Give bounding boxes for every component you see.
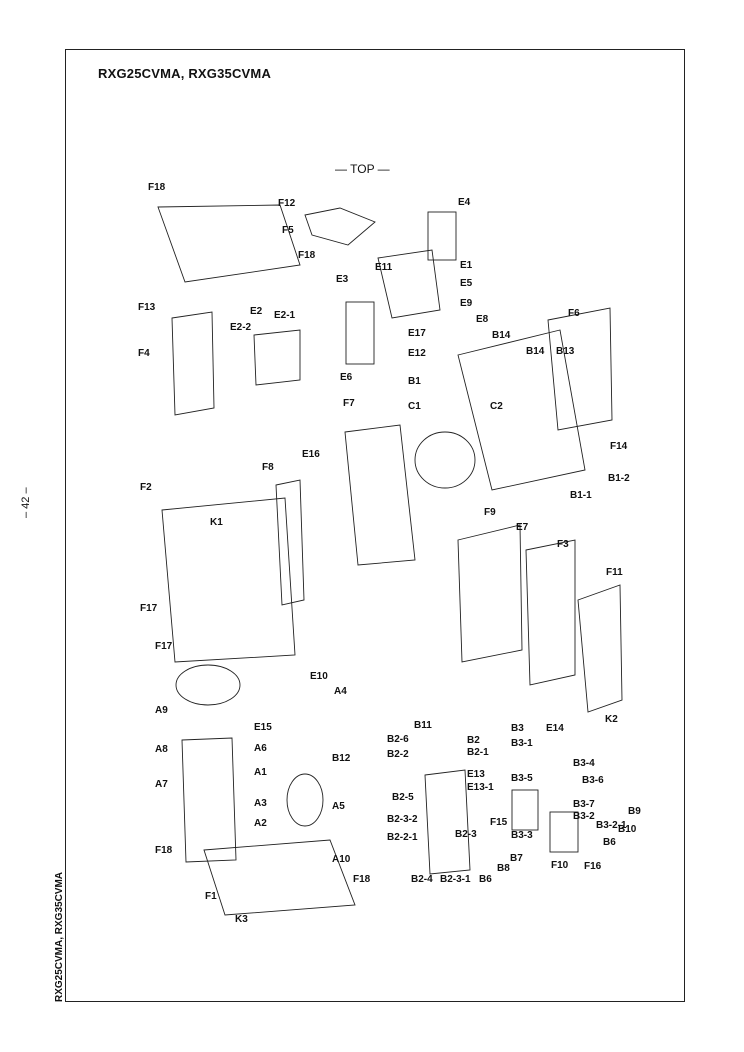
callout-label: B13 — [556, 346, 575, 357]
callout-label: B1-2 — [608, 473, 630, 484]
callout-label: B8 — [497, 863, 510, 874]
callout-label: E14 — [546, 723, 564, 734]
callout-label: B7 — [510, 853, 523, 864]
callout-label: A6 — [254, 743, 267, 754]
callout-label: E13-1 — [467, 782, 494, 793]
callout-label: B11 — [414, 720, 432, 731]
callout-label: F4 — [138, 348, 150, 359]
callout-label: F9 — [484, 507, 496, 518]
callout-label: C2 — [490, 401, 503, 412]
callout-label: B2-3 — [455, 829, 477, 840]
callout-label: F14 — [610, 441, 628, 452]
callout-label: E5 — [460, 278, 473, 289]
callout-label: A9 — [155, 705, 168, 716]
callout-label: B3-2 — [573, 811, 595, 822]
callout-label: F8 — [262, 462, 274, 473]
callout-label: E17 — [408, 328, 426, 339]
callout-label: B2-5 — [392, 792, 414, 803]
callout-label: F1 — [205, 891, 217, 902]
callout-label: E15 — [254, 722, 272, 733]
callout-label: A5 — [332, 801, 345, 812]
callout-label: K1 — [210, 517, 223, 528]
callout-label: E2 — [250, 306, 263, 317]
callout-label: F7 — [343, 398, 355, 409]
callout-label: B3-6 — [582, 775, 604, 786]
callout-label: E3 — [336, 274, 349, 285]
callout-label: B6 — [603, 837, 616, 848]
callout-label: A4 — [334, 686, 347, 697]
callout-label: B2-3-1 — [440, 874, 471, 885]
callout-label: K3 — [235, 914, 248, 925]
callout-label: E10 — [310, 671, 328, 682]
callout-label: F17 — [140, 603, 158, 614]
callout-label: K2 — [605, 714, 618, 725]
callout-label: F18 — [148, 182, 166, 193]
part-outlines — [157, 204, 623, 916]
callout-label: B2-2-1 — [387, 832, 418, 843]
callout-label: E16 — [302, 449, 320, 460]
callout-label: E1 — [460, 260, 473, 271]
callout-label: B12 — [332, 753, 351, 764]
callout-label: B2-3-2 — [387, 814, 418, 825]
callout-label: E4 — [458, 197, 471, 208]
callout-label: E13 — [467, 769, 485, 780]
callout-label: B2-2 — [387, 749, 409, 760]
callout-label: F18 — [298, 250, 316, 261]
callout-label: B3-2-1 — [596, 820, 627, 831]
callout-label: F6 — [568, 308, 580, 319]
callout-label: B3-4 — [573, 758, 595, 769]
callout-label: B3-5 — [511, 773, 533, 784]
callout-label: B14 — [526, 346, 545, 357]
callout-label: C1 — [408, 401, 421, 412]
callout-label: F12 — [278, 198, 296, 209]
callout-label: B14 — [492, 330, 511, 341]
callout-label: B10 — [618, 824, 637, 835]
callout-label: E7 — [516, 522, 529, 533]
callout-label: F13 — [138, 302, 156, 313]
callout-label: B6 — [479, 874, 492, 885]
callout-label: F18 — [155, 845, 173, 856]
page-title: RXG25CVMA, RXG35CVMA — [98, 66, 272, 81]
callout-label: A1 — [254, 767, 267, 778]
callout-label: E8 — [476, 314, 489, 325]
callout-label: F10 — [551, 860, 569, 871]
top-orientation-label: — TOP — — [335, 162, 390, 176]
callout-label: E11 — [375, 262, 393, 273]
callout-label: B3-7 — [573, 799, 595, 810]
diagram-frame — [65, 49, 685, 1002]
callout-label: B3-3 — [511, 830, 533, 841]
callout-label: E2-2 — [230, 322, 252, 333]
callout-label: F16 — [584, 861, 602, 872]
callout-label: F2 — [140, 482, 152, 493]
callout-label: F3 — [557, 539, 569, 550]
callout-label: F17 — [155, 641, 173, 652]
callout-label: A8 — [155, 744, 168, 755]
callout-label: B2-6 — [387, 734, 409, 745]
callout-label: F11 — [606, 567, 623, 578]
callout-label: B1-1 — [570, 490, 592, 501]
callout-label: A2 — [254, 818, 267, 829]
callout-label: A7 — [155, 779, 168, 790]
callout-label: A3 — [254, 798, 267, 809]
callout-label: E2-1 — [274, 310, 296, 321]
callout-label: B2-1 — [467, 747, 489, 758]
callout-label: A10 — [332, 854, 351, 865]
callout-label: E12 — [408, 348, 426, 359]
callout-label: F18 — [353, 874, 371, 885]
callout-label: B2 — [467, 735, 480, 746]
callout-label: B2-4 — [411, 874, 433, 885]
callout-label: B3-1 — [511, 738, 533, 749]
callout-label: F5 — [282, 225, 294, 236]
callout-label: B1 — [408, 376, 421, 387]
callout-label: F15 — [490, 817, 508, 828]
callout-labels: F18 F12 E4 F5 F18 E1 E11 E3 E5 E9 E8 F13… — [138, 182, 641, 925]
callout-label: E9 — [460, 298, 473, 309]
callout-label: B3 — [511, 723, 524, 734]
callout-label: B9 — [628, 806, 641, 817]
callout-label: E6 — [340, 372, 353, 383]
